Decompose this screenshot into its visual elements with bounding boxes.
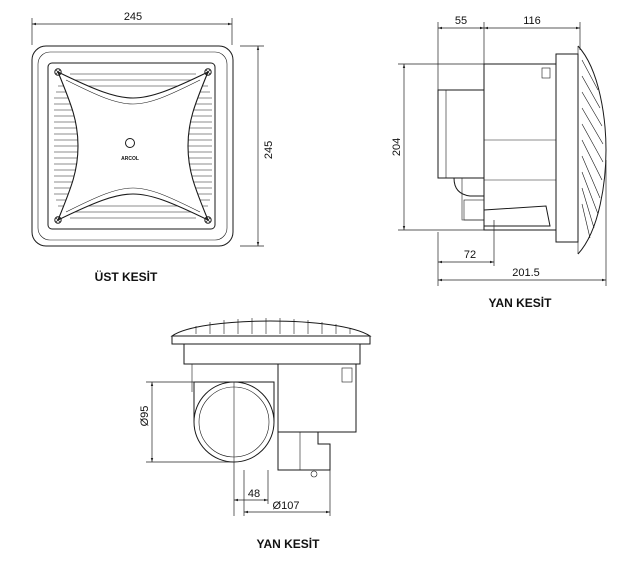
corner-screws	[54, 68, 212, 224]
caption-side-right: YAN KESİT	[489, 295, 553, 310]
duct-connector	[437, 89, 485, 179]
dim-bottom-offsets: 48 Ø107	[233, 462, 331, 516]
duct-elbow	[453, 177, 484, 197]
side-right-height-dimension: 204	[391, 63, 556, 231]
caption-side-bottom: YAN KESİT	[257, 536, 321, 551]
side-right-bottom-dimensions: 72 201.5	[437, 160, 607, 286]
dim-116: 116	[523, 15, 541, 27]
bottom-bracket	[483, 205, 551, 227]
side-view-right: 55 116 204	[391, 15, 607, 310]
flange-plate	[555, 53, 579, 243]
dim-duct-diameter: Ø95	[139, 381, 234, 463]
side-view-bottom: Ø95 48 Ø107 YAN KESİT	[139, 318, 372, 551]
dim-95-label: Ø95	[139, 406, 151, 427]
dim-72: 72	[464, 249, 476, 261]
center-button	[125, 138, 135, 148]
outer-plate	[31, 45, 234, 247]
dim-201-5: 201.5	[512, 267, 540, 279]
dim-55: 55	[455, 15, 467, 27]
dim-107-label: Ø107	[273, 500, 300, 512]
top-width-dimension: 245	[31, 11, 233, 45]
housing-body	[483, 63, 557, 231]
grille-cover	[577, 45, 607, 255]
top-height-label: 245	[263, 141, 275, 159]
top-width-label: 245	[124, 11, 142, 23]
brand-label: ARCOL	[121, 156, 139, 162]
grille-frame	[47, 62, 216, 230]
dim-204: 204	[391, 138, 403, 156]
flange-rim	[171, 335, 371, 345]
top-view: 245 245	[31, 11, 275, 284]
top-height-dimension: 245	[240, 45, 275, 247]
dim-48-label: 48	[248, 488, 260, 500]
housing	[188, 363, 357, 433]
caption-top: ÜST KESİT	[95, 269, 158, 284]
side-right-top-dimensions: 55 116	[437, 15, 581, 90]
dome-grille	[170, 320, 372, 337]
